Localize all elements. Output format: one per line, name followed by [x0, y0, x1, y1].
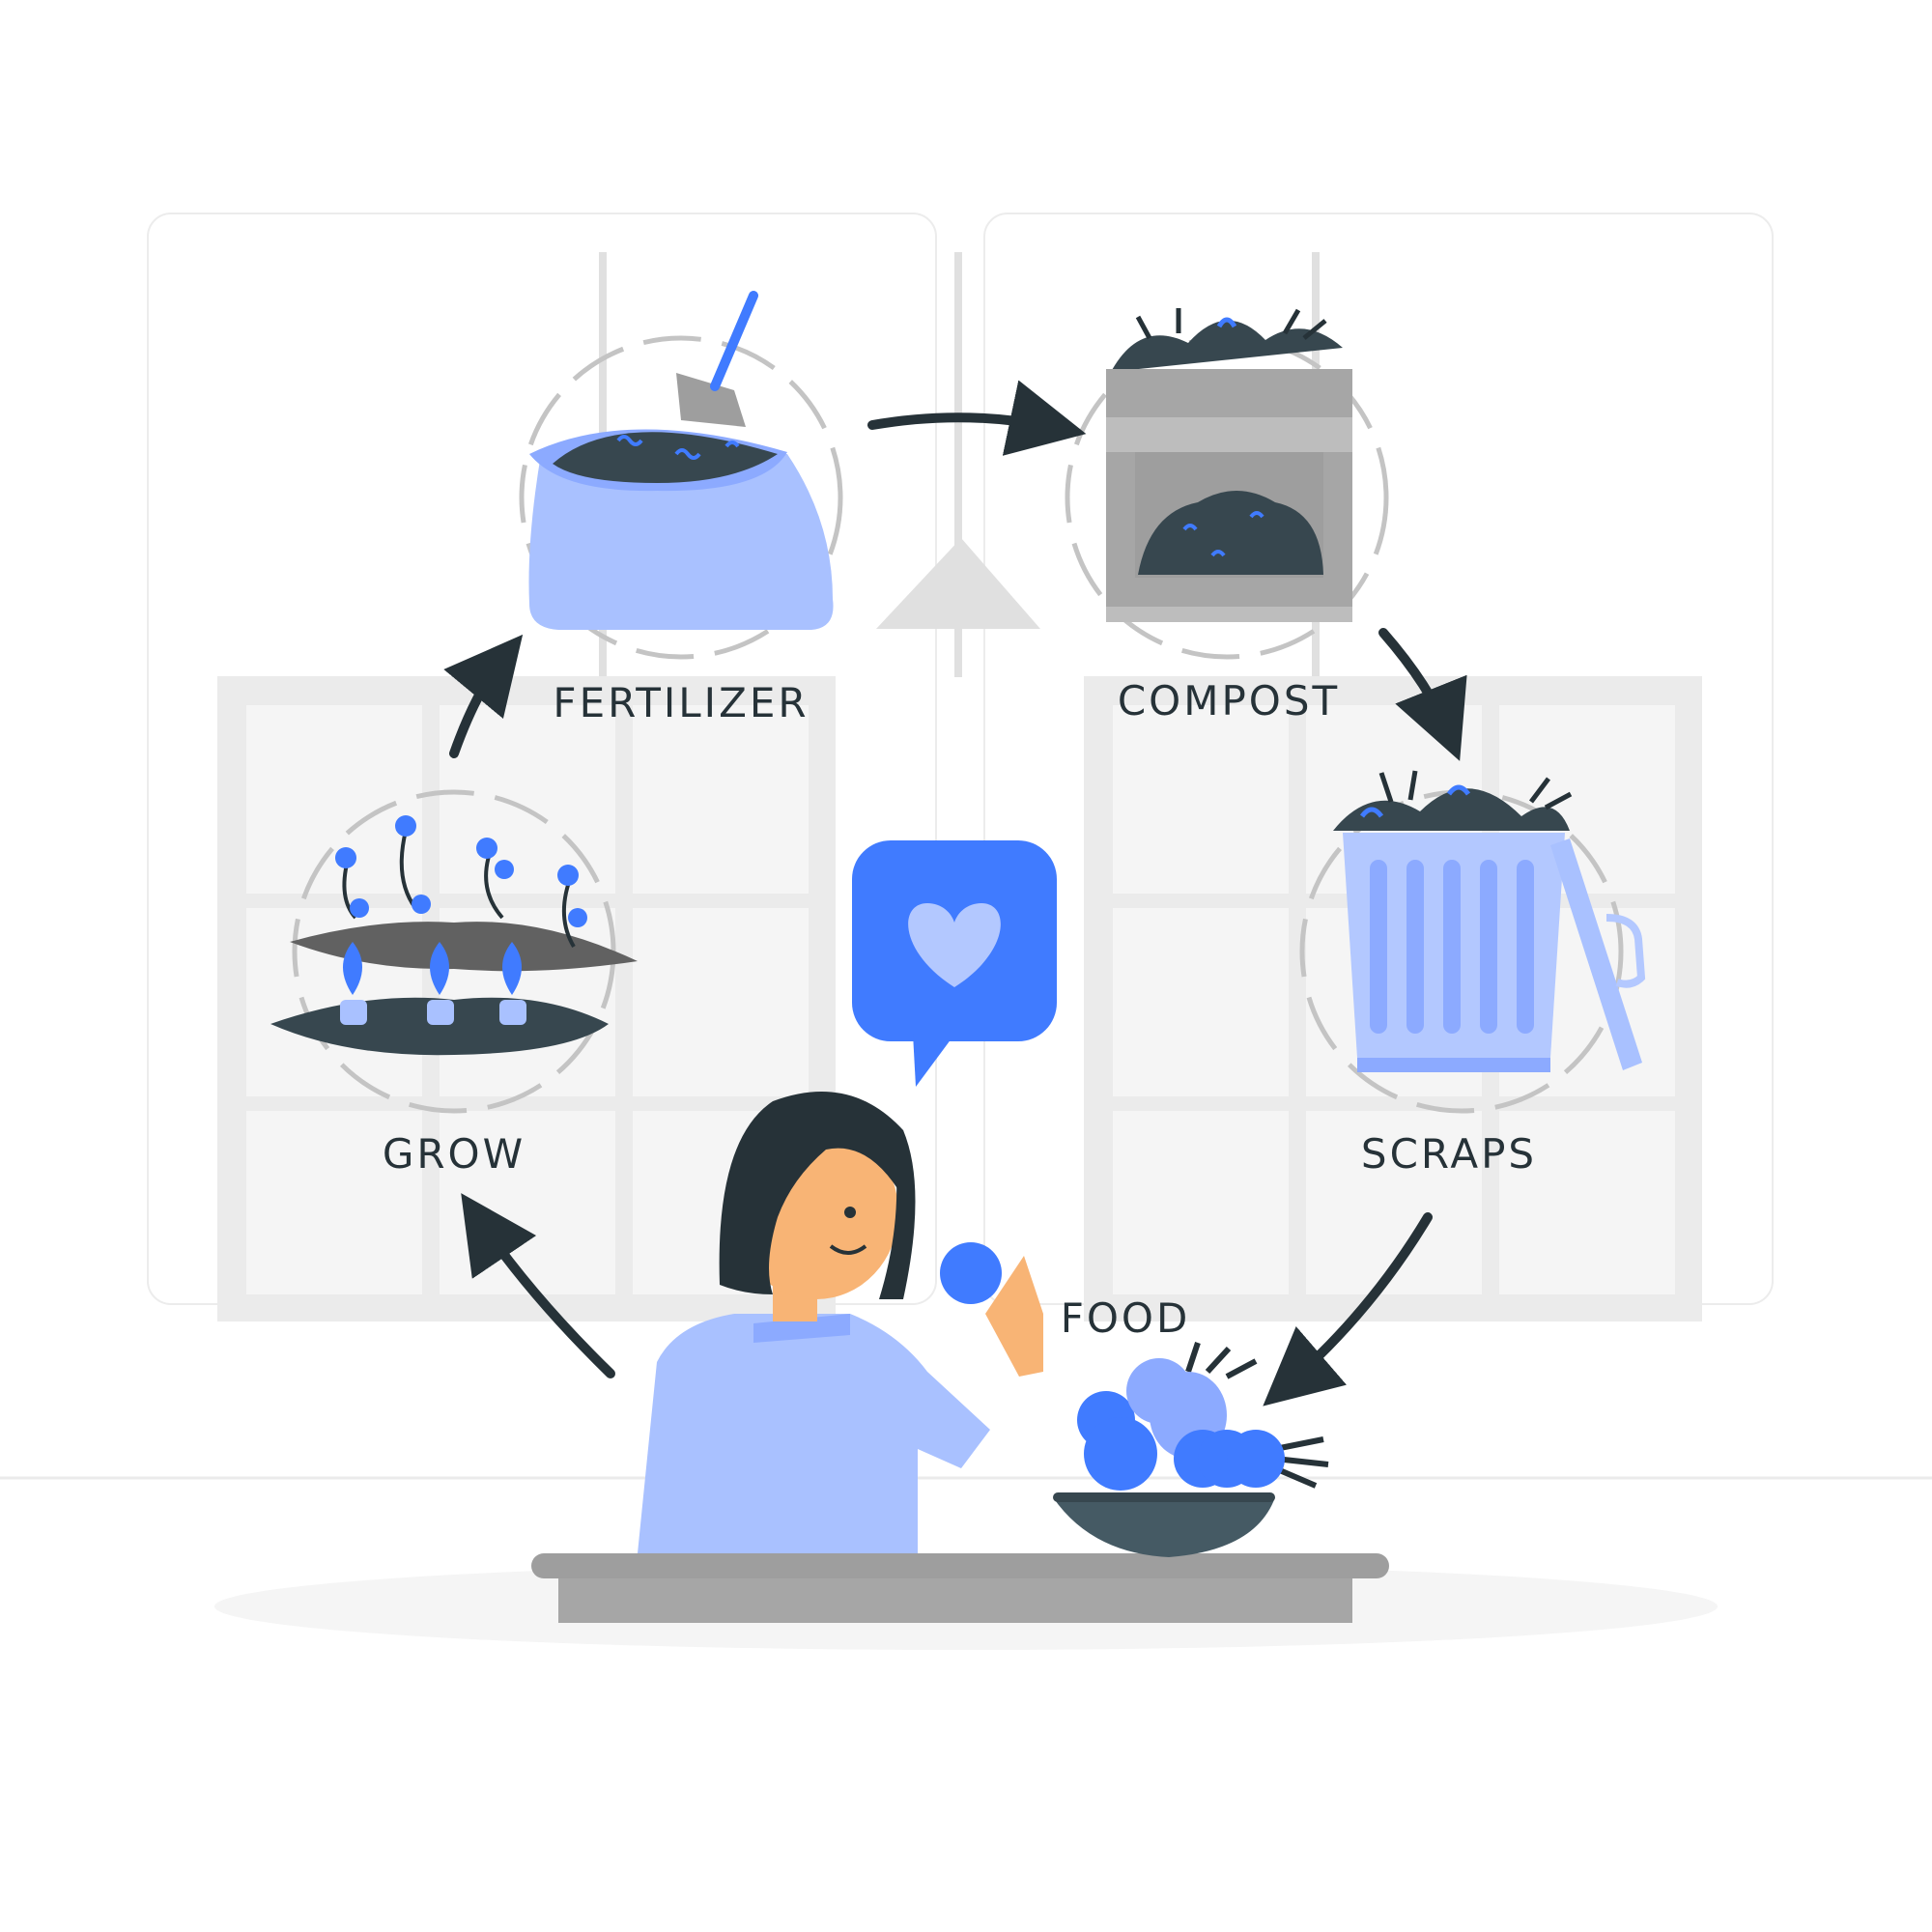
stage-label-fertilizer: FERTILIZER — [553, 679, 809, 726]
stage-label-scraps: SCRAPS — [1361, 1130, 1537, 1178]
stage-labels: FERTILIZER COMPOST SCRAPS FOOD GROW — [383, 677, 1537, 1342]
arrow-compost-to-scraps — [1378, 628, 1467, 761]
arrow-food-to-grow — [461, 1193, 615, 1378]
arrow-grow-to-fertilizer — [443, 634, 524, 758]
arrow-scraps-to-food — [1263, 1212, 1433, 1406]
fruit-bowl-icon — [1053, 1342, 1329, 1557]
trash-can-icon — [1333, 770, 1646, 1072]
stage-label-food: FOOD — [1061, 1294, 1191, 1342]
cycle-arrows — [443, 380, 1467, 1406]
heart-speech-bubble-icon — [852, 840, 1057, 1087]
compost-bin-icon — [1106, 308, 1352, 622]
sprouting-plants-icon — [270, 815, 638, 1056]
arrow-fertilizer-to-compost — [867, 380, 1087, 456]
fertilizer-bag-icon — [528, 291, 834, 630]
woman-eating-icon — [531, 1092, 1389, 1623]
bitten-apple-icon — [940, 1242, 1002, 1304]
stage-label-compost: COMPOST — [1118, 677, 1340, 724]
stage-label-grow: GROW — [383, 1130, 526, 1178]
